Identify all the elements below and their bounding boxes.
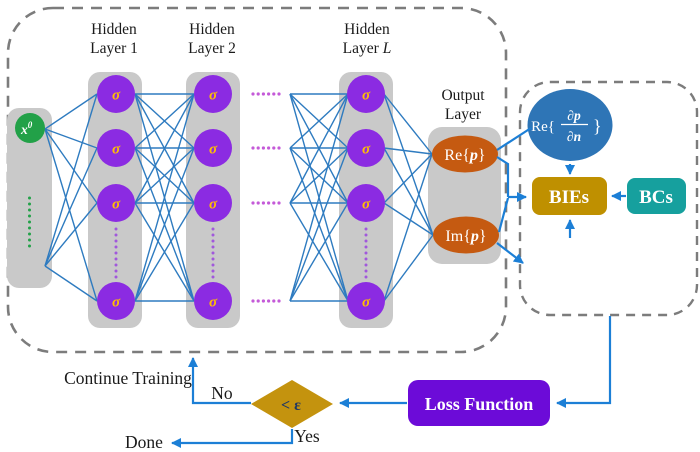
sigma-label: σ	[209, 295, 218, 311]
output-layer-title-line1: Output	[441, 87, 485, 104]
sigma-node	[97, 184, 135, 222]
no-continue-arrow	[188, 357, 251, 405]
sigma-label: σ	[362, 295, 371, 311]
loss-function-label: Loss Function	[425, 394, 534, 414]
no-label: No	[211, 383, 233, 403]
deriv-label-numerator: ∂p	[567, 108, 581, 123]
deriv-label-denominator: ∂n	[567, 129, 581, 144]
output-re-ellipse	[432, 135, 498, 173]
output-re-label: Re{p}	[444, 147, 485, 164]
im-down-arrow	[496, 242, 524, 264]
hidden-layer-L-title-line1: Hidden	[344, 21, 390, 38]
ellipsis-dots	[28, 92, 368, 303]
bie-to-loss-arrow	[556, 316, 612, 408]
layer-titles: Hidden Layer 1 Hidden Layer 2 Hidden Lay…	[90, 21, 485, 123]
bies-box	[532, 177, 607, 215]
continue-training-label: Continue Training	[64, 368, 192, 388]
bies-label: BIEs	[549, 187, 589, 208]
re-to-deriv-line	[496, 127, 532, 151]
input-node-label: x0	[20, 120, 33, 137]
sigma-label: σ	[112, 197, 121, 213]
hidden-layer-2-title-line2: Layer 2	[188, 40, 236, 57]
hidden-layer-2-title-line1: Hidden	[189, 21, 235, 38]
re-to-junction-line	[496, 156, 510, 197]
hidden-layer-L-title-line2: Layer L	[343, 40, 392, 57]
yes-done-arrow	[171, 429, 294, 448]
sigma-label: σ	[209, 88, 218, 104]
sigma-node	[347, 129, 385, 167]
sigma-node	[194, 282, 232, 320]
sigma-label: σ	[112, 142, 121, 158]
sigma-label: σ	[362, 88, 371, 104]
sigma-node	[194, 129, 232, 167]
sigma-label: σ	[209, 197, 218, 213]
sigma-label: σ	[362, 197, 371, 213]
hidden-layer-1-title-line2: Layer 1	[90, 40, 138, 57]
sigma-node	[347, 75, 385, 113]
epsilon-condition-label: < ε	[281, 397, 301, 414]
input-node	[15, 113, 45, 143]
sigma-label: σ	[209, 142, 218, 158]
epsilon-diamond	[251, 380, 333, 428]
sigma-node	[194, 184, 232, 222]
deriv-label-prefix: Re{	[531, 119, 555, 135]
loss-function-box	[408, 380, 550, 426]
sigma-node	[97, 282, 135, 320]
sigma-label: σ	[112, 295, 121, 311]
sigma-node	[97, 75, 135, 113]
done-label: Done	[125, 432, 163, 452]
deriv-label: Re{ ∂p ∂n }	[531, 108, 602, 144]
sigma-label: σ	[112, 88, 121, 104]
deriv-label-suffix: }	[593, 116, 602, 136]
output-im-label: Im{p}	[445, 228, 486, 245]
bcs-label: BCs	[639, 187, 673, 208]
network-edges	[44, 93, 434, 302]
sigma-node	[97, 129, 135, 167]
sigma-node	[347, 282, 385, 320]
sigma-node	[194, 75, 232, 113]
bcs-box	[627, 178, 686, 214]
sigma-node	[347, 184, 385, 222]
yes-label: Yes	[294, 426, 320, 446]
im-to-junction-line	[497, 197, 510, 233]
flow-arrows	[171, 127, 626, 448]
sigma-label: σ	[362, 142, 371, 158]
output-im-ellipse	[433, 216, 499, 254]
hidden-neurons: σ σ σ σ σ σ σ σ σ σ σ σ	[97, 75, 385, 320]
hidden-layer-1-title-line1: Hidden	[91, 21, 137, 38]
output-layer-title-line2: Layer	[445, 106, 482, 123]
